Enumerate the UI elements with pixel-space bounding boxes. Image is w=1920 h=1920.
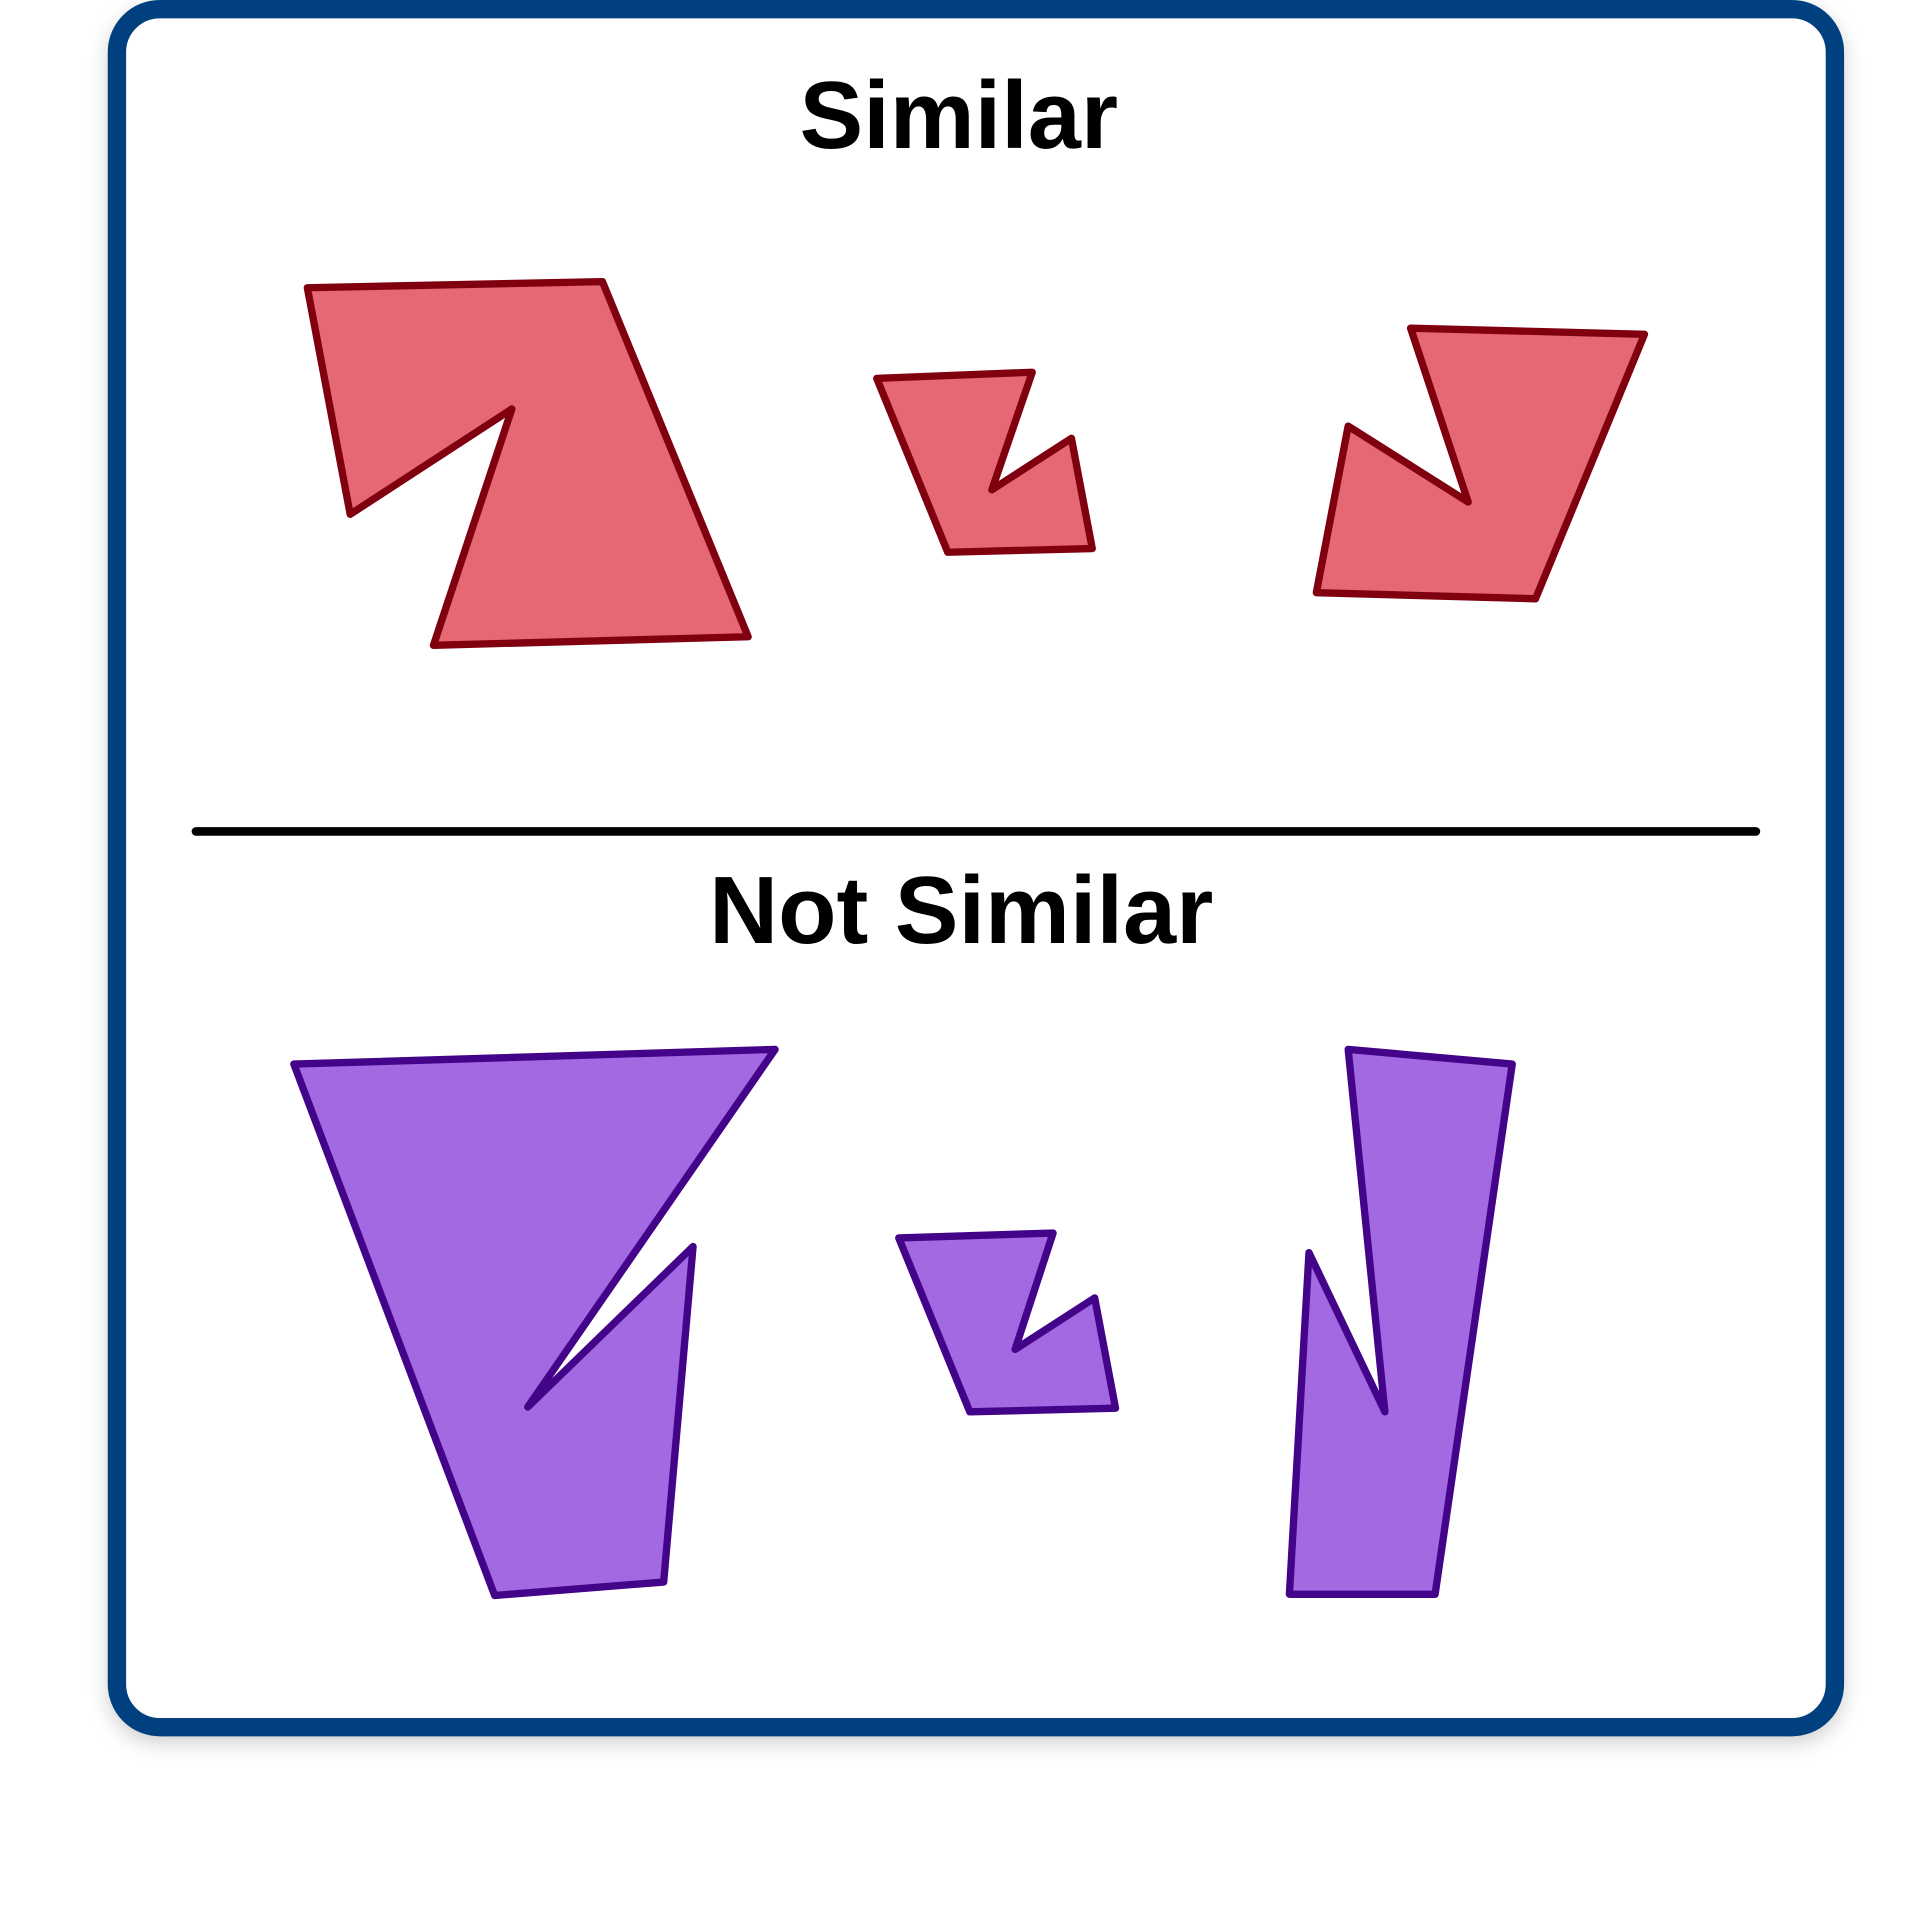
not-similar-shape-small: [895, 1229, 1120, 1416]
not-similar-heading: Not Similar: [709, 858, 1213, 964]
not-similar-shape-large: [290, 1045, 779, 1600]
not-similar-shape-tall: [1285, 1045, 1516, 1598]
similar-shape-large: [303, 277, 752, 649]
similar-shape-small: [873, 368, 1096, 556]
similar-heading: Similar: [800, 63, 1118, 169]
similar-shape-reflected: [1312, 324, 1649, 603]
